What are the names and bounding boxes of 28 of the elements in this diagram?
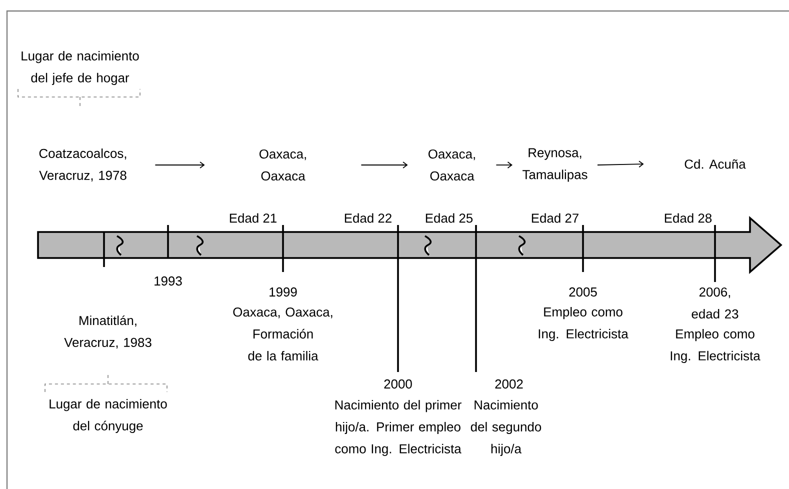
- timeline-label: 1999: [270, 287, 297, 297]
- arrow: [496, 162, 512, 168]
- timeline-label: Empleo como Ing. Electricista: [538, 307, 628, 341]
- timeline-label: Minatitlán, Veracruz, 1983: [64, 315, 152, 349]
- timeline-label: Lugar de nacimiento del cónyuge: [50, 399, 167, 433]
- place-text: Reynosa, Tamaulipas: [522, 148, 588, 182]
- arrow: [597, 160, 644, 168]
- timeline-label: Edad 22: [344, 213, 392, 223]
- timeline-label: 2005: [569, 287, 597, 297]
- timeline-label: 2000: [384, 379, 412, 389]
- timeline-label: Edad 27: [532, 213, 578, 223]
- timeline-label: Nacimiento del segundo hijo/a: [470, 400, 542, 456]
- place-text: Coatzacoalcos, Veracruz, 1978: [39, 148, 126, 182]
- timeline-label: 2002: [495, 379, 523, 389]
- place-text: Oaxaca, Oaxaca: [260, 149, 306, 181]
- timeline-label: Edad 25: [426, 213, 473, 223]
- timeline-label: 1993: [154, 276, 182, 286]
- timeline-label: Edad 28: [664, 213, 712, 223]
- place-text: Oaxaca, Oaxaca: [428, 149, 475, 181]
- arrow: [360, 162, 408, 168]
- arrow: [154, 162, 205, 168]
- heading-text: Lugar de nacimiento del jefe de hogar: [22, 51, 139, 85]
- timeline-label: 2006, edad 23: [692, 287, 738, 319]
- timeline-label: Oaxaca, Oaxaca, Formación de la familia: [233, 307, 332, 360]
- timeline-label: Nacimiento del primer hijo/a. Primer empleo como Ing. Electricista: [335, 400, 462, 456]
- timeline-label: Empleo como Ing. Electricista: [670, 329, 760, 363]
- timeline-label: Edad 21: [230, 213, 276, 223]
- place-text: Cd. Acuña: [684, 159, 746, 169]
